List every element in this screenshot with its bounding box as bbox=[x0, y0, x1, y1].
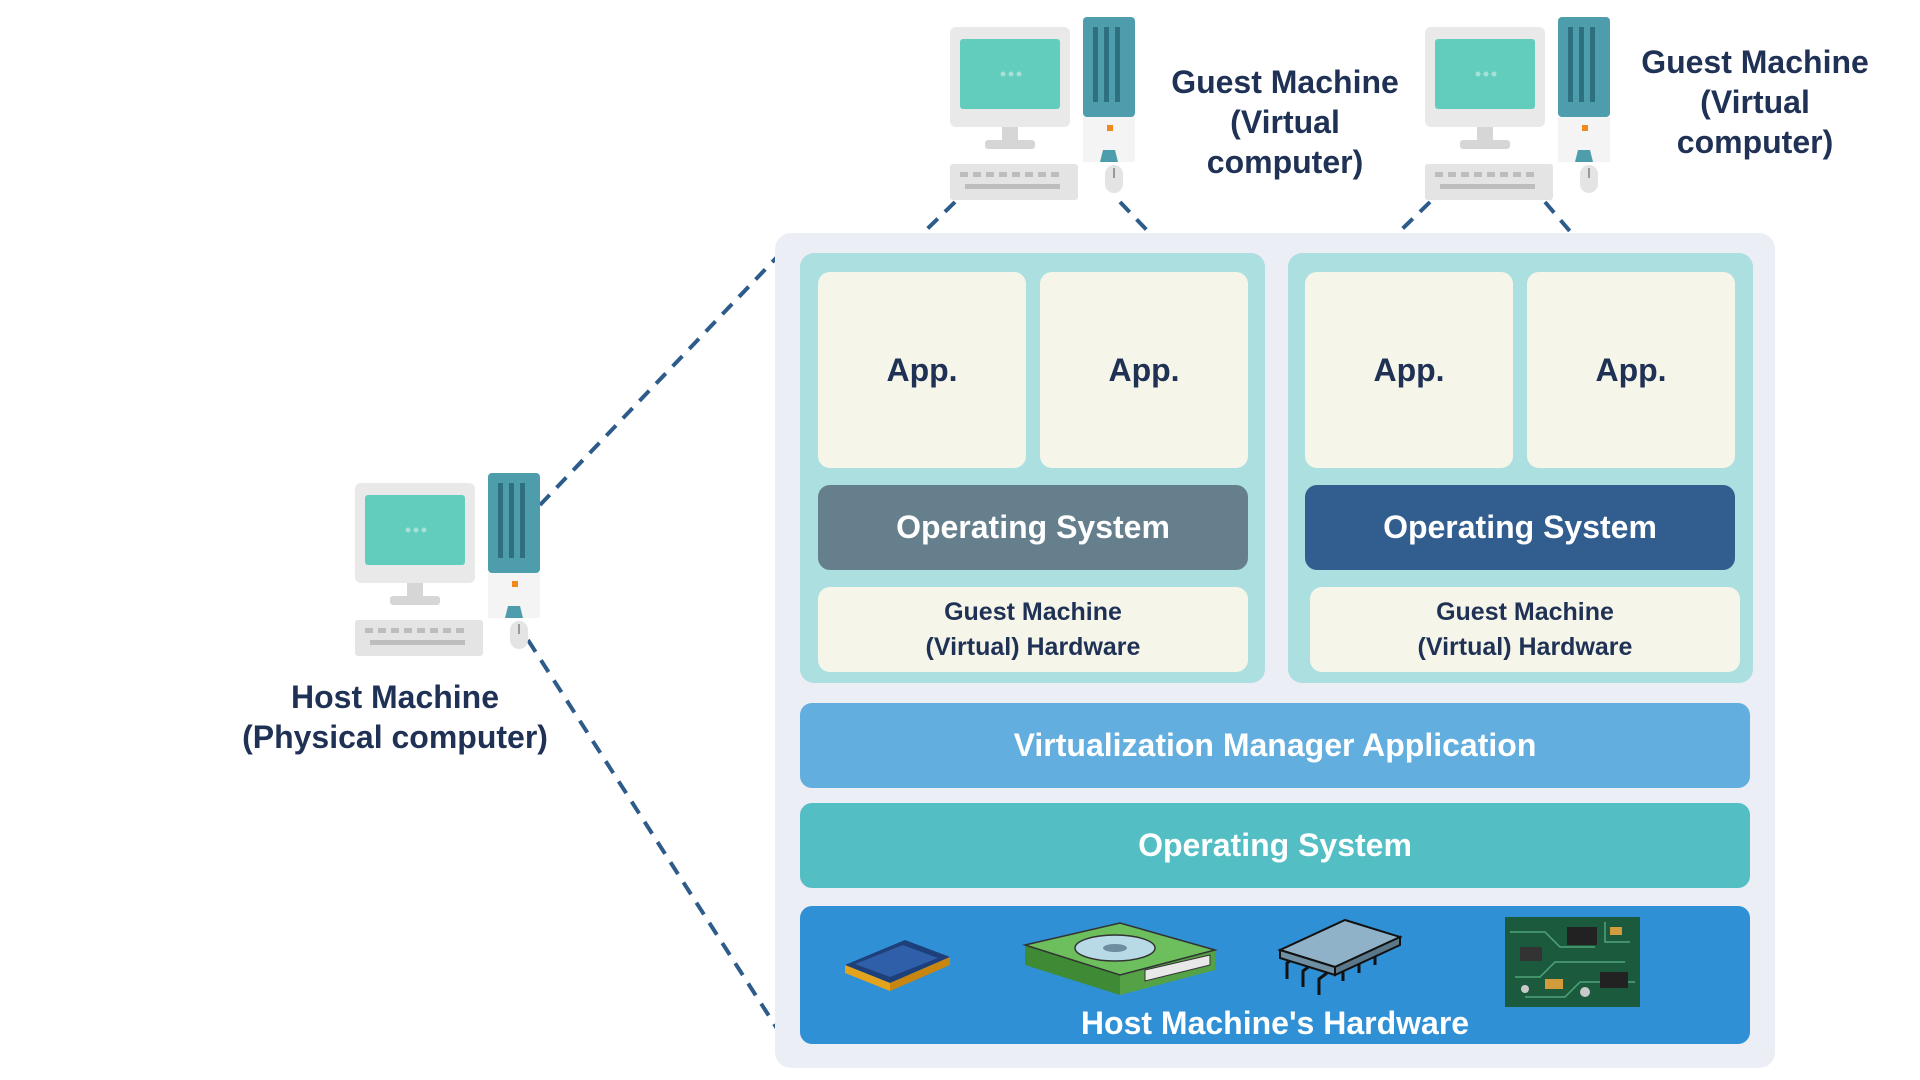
guest1-label-line1: Guest Machine bbox=[1171, 64, 1399, 100]
hard-drive-icon bbox=[1022, 922, 1218, 995]
vm1-app-2: App. bbox=[1040, 272, 1248, 468]
virtualization-manager-layer: Virtualization Manager Application bbox=[800, 703, 1750, 788]
guest1-label-line3: computer) bbox=[1206, 144, 1364, 180]
vm1-guest-hardware: Guest Machine (Virtual) Hardware bbox=[818, 587, 1248, 672]
vm2-app-1: App. bbox=[1305, 272, 1513, 468]
guest2-computer-icon bbox=[1425, 17, 1610, 200]
guest2-label-line3: computer) bbox=[1676, 124, 1834, 160]
vm1-app-1: App. bbox=[818, 272, 1026, 468]
host-hardware-label: Host Machine's Hardware bbox=[1080, 1005, 1470, 1041]
vm1-hardware-line2: (Virtual) Hardware bbox=[925, 632, 1141, 661]
host-operating-system-layer: Operating System bbox=[800, 803, 1750, 888]
circuit-board-icon bbox=[1505, 917, 1640, 1007]
guest1-computer-icon bbox=[950, 17, 1135, 200]
vm2-app-2: App. bbox=[1527, 272, 1735, 468]
cpu-chip-icon bbox=[1277, 918, 1403, 995]
host-top-connector bbox=[538, 254, 780, 507]
vm2-operating-system: Operating System bbox=[1305, 485, 1735, 570]
host-machine-label: Host Machine (Physical computer) bbox=[225, 677, 565, 757]
host-label-line2: (Physical computer) bbox=[242, 719, 548, 755]
host-bottom-connector bbox=[526, 638, 780, 1032]
host-computer-icon bbox=[355, 473, 540, 656]
vm1-hardware-line1: Guest Machine bbox=[944, 597, 1122, 626]
guest2-label-line2: (Virtual bbox=[1700, 84, 1810, 120]
host-label-line1: Host Machine bbox=[290, 679, 500, 715]
vm2-hardware-line2: (Virtual) Hardware bbox=[1417, 632, 1633, 661]
guest-machine-2-label: Guest Machine (Virtual computer) bbox=[1620, 42, 1890, 162]
guest1-label-line2: (Virtual bbox=[1230, 104, 1340, 140]
guest2-label-line1: Guest Machine bbox=[1641, 44, 1869, 80]
guest-machine-1-label: Guest Machine (Virtual computer) bbox=[1150, 62, 1420, 182]
vm1-operating-system: Operating System bbox=[818, 485, 1248, 570]
vm2-hardware-line1: Guest Machine bbox=[1436, 597, 1614, 626]
ssd-icon bbox=[845, 940, 950, 991]
vm2-guest-hardware: Guest Machine (Virtual) Hardware bbox=[1310, 587, 1740, 672]
